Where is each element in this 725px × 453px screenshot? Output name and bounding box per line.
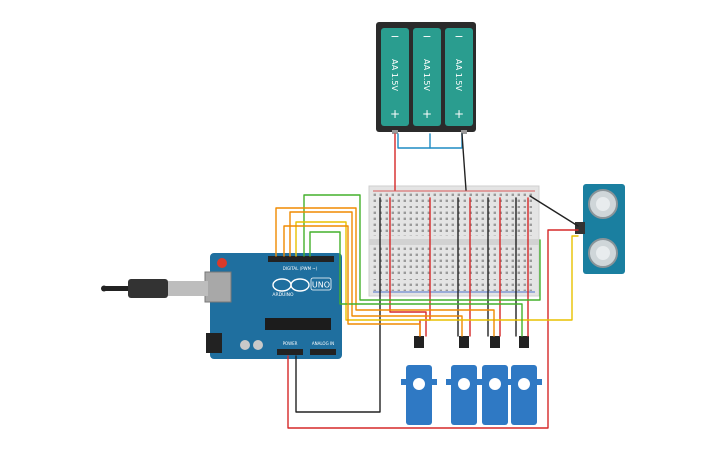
cell-minus-label: − [422,30,431,43]
servo-motor[interactable] [401,336,437,425]
arduino-uno[interactable]: DIGITAL (PWM ~) ARDUINO UNO POWER ANALOG… [204,253,342,359]
cell-voltage-label: AA 1.5V [454,59,463,91]
arduino-model: UNO [312,281,330,290]
digital-label: DIGITAL (PWM ~) [283,266,318,271]
cell-minus-label: − [454,30,463,43]
power-header [277,349,303,355]
wires [275,133,579,429]
arduino-brand: ARDUINO [272,292,294,298]
servo-motor[interactable] [446,336,482,425]
digital-header [268,256,334,262]
analog-label: ANALOG IN [312,341,334,346]
cell-voltage-label: AA 1.5V [390,59,399,91]
cell-minus-label: − [390,30,399,43]
breadboard[interactable] [368,185,540,297]
cell-plus-label: + [454,107,464,121]
usb-cable [101,279,208,298]
battery-cell: − + AA 1.5V [445,28,473,126]
dc-jack [206,333,222,353]
battery-cell: − + AA 1.5V [413,28,441,126]
usb-port [204,271,232,303]
analog-header [310,349,336,355]
cell-plus-label: + [422,107,432,121]
battery-cell: − + AA 1.5V [381,28,409,126]
ultrasonic-sensor[interactable] [575,184,625,274]
reset-button[interactable] [217,258,227,268]
cell-plus-label: + [390,107,400,121]
atmega-chip [265,318,331,330]
battery-pack[interactable]: − + AA 1.5V − + AA 1.5V − + AA 1.5V [376,22,476,134]
servo-motor[interactable] [506,336,542,425]
cell-voltage-label: AA 1.5V [422,59,431,91]
power-label: POWER [283,341,298,346]
servo-motor[interactable] [477,336,513,425]
